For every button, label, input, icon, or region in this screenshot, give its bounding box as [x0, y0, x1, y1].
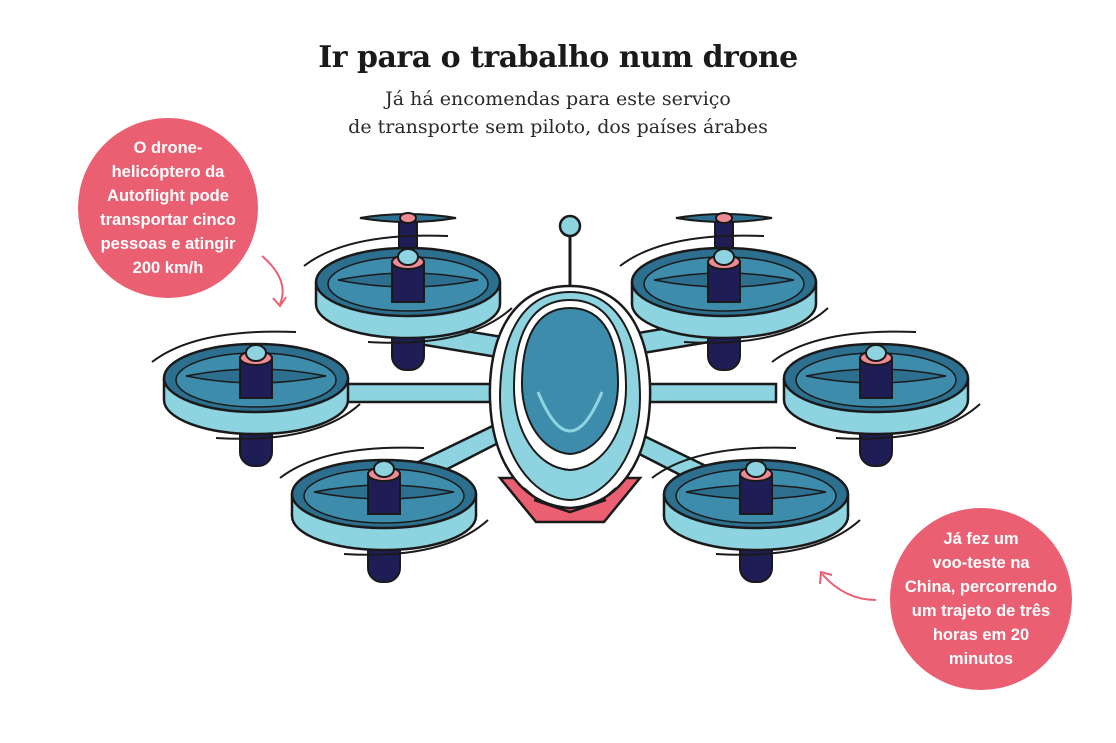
callout-text: horas em 20: [932, 626, 1030, 644]
top-propeller-left: [359, 212, 457, 251]
drone-cabin: [488, 284, 652, 524]
callout-text: Autoflight pode: [107, 187, 229, 205]
callout-text: um trajeto de três: [911, 602, 1051, 620]
callout-arrowhead-left: [272, 296, 287, 308]
cockpit-window: [520, 306, 620, 456]
callout-text: transportar cinco: [100, 211, 236, 229]
callout-text: China, percorrendo: [904, 578, 1058, 596]
callout-text: pessoas e atingir: [100, 235, 236, 253]
page-title: Ir para o trabalho num drone: [318, 40, 798, 75]
rotor-mid-right: [770, 330, 982, 468]
callout-text: Já fez um: [943, 530, 1019, 548]
rotor-bottom-left: [278, 446, 490, 584]
callout-capacity-speed: O drone- helicóptero da Autoflight pode …: [78, 118, 258, 298]
callout-text: O drone-: [133, 139, 203, 157]
rotor-mid-left: [150, 330, 362, 468]
callout-text: 200 km/h: [132, 259, 204, 277]
subtitle-line-2: de transporte sem piloto, dos países ára…: [348, 116, 768, 138]
subtitle-line-1: Já há encomendas para este serviço: [385, 88, 731, 110]
callout-text: helicóptero da: [111, 163, 225, 181]
callout-arrowhead-right: [819, 570, 833, 585]
callout-arrow-left: [261, 255, 284, 305]
top-propeller-right: [675, 212, 773, 251]
callout-text: minutos: [948, 650, 1014, 668]
callout-test-flight: Já fez um voo-teste na China, percorrend…: [890, 508, 1072, 690]
callout-text: voo-teste na: [932, 554, 1030, 572]
antenna: [558, 214, 582, 290]
callout-arrow-right: [821, 573, 877, 601]
